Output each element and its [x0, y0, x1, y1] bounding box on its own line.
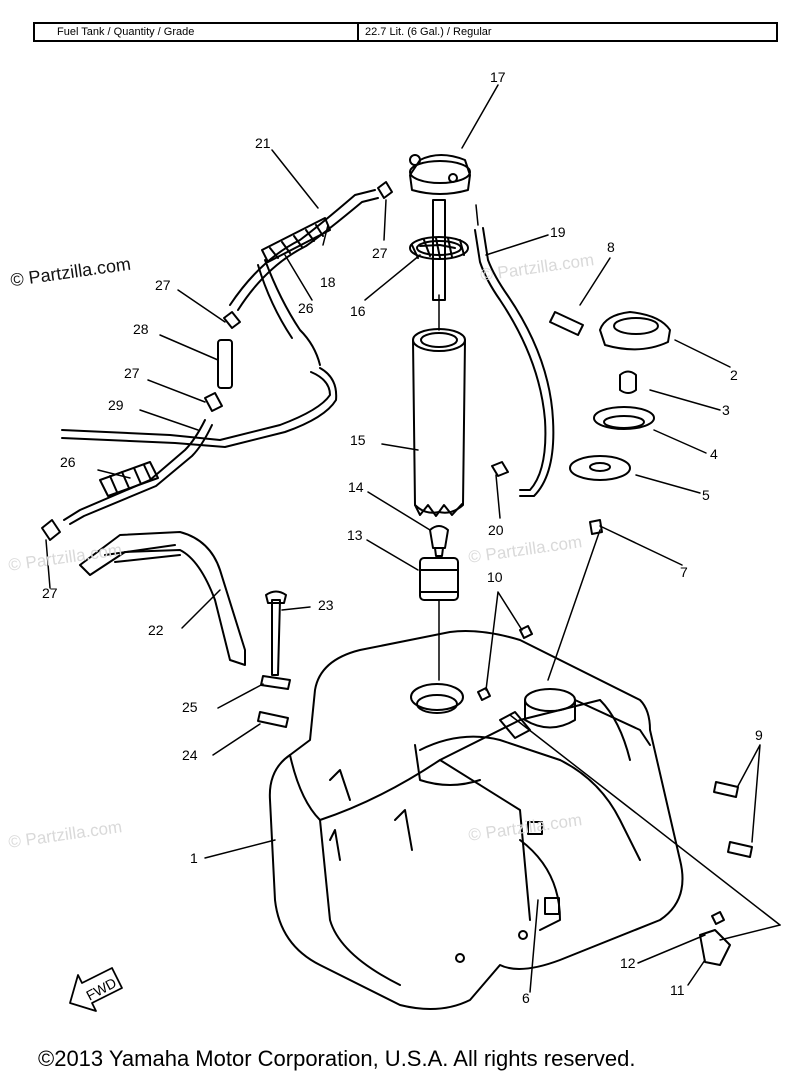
- fwd-arrow: FWD: [69, 967, 123, 1012]
- part-label-2: 2: [730, 367, 738, 383]
- part-label-10: 10: [487, 569, 503, 585]
- filler-cap-parts: [549, 311, 671, 535]
- part-label-8: 8: [607, 239, 615, 255]
- part-label-15: 15: [350, 432, 366, 448]
- fuel-filter: [419, 525, 459, 601]
- part-label-19: 19: [550, 224, 566, 240]
- part-label-12: 12: [620, 955, 636, 971]
- part-label-6: 6: [522, 990, 530, 1006]
- part-label-9: 9: [755, 727, 763, 743]
- part-label-22: 22: [148, 622, 164, 638]
- fuel-gauge-unit: [409, 154, 471, 301]
- part-label-29: 29: [108, 397, 124, 413]
- part-label-4: 4: [710, 446, 718, 462]
- part-label-23: 23: [318, 597, 334, 613]
- part-label-26b: 26: [60, 454, 76, 470]
- exploded-parts-diagram: FWD 17 21 19 8 27 18 27 26 16 28 2 27 29…: [41, 69, 781, 1012]
- spec-label: Fuel Tank / Quantity / Grade: [35, 24, 359, 40]
- part-label-21: 21: [255, 135, 271, 151]
- part-label-28: 28: [133, 321, 149, 337]
- part-label-16: 16: [350, 303, 366, 319]
- part-label-27b: 27: [155, 277, 171, 293]
- part-label-14: 14: [348, 479, 364, 495]
- part-label-7: 7: [680, 564, 688, 580]
- part-label-27a: 27: [372, 245, 388, 261]
- part-label-25: 25: [182, 699, 198, 715]
- part-label-20: 20: [488, 522, 504, 538]
- part-label-5: 5: [702, 487, 710, 503]
- filter-tube: [412, 328, 466, 517]
- fuel-tank: [268, 630, 684, 1010]
- spec-value: 22.7 Lit. (6 Gal.) / Regular: [365, 26, 492, 38]
- leader-lines: [45, 84, 781, 993]
- copyright-notice: ©2013 Yamaha Motor Corporation, U.S.A. A…: [38, 1046, 636, 1071]
- part-labels: 17 21 19 8 27 18 27 26 16 28 2 27 29 3 1…: [42, 69, 763, 1006]
- part-label-3: 3: [722, 402, 730, 418]
- small-parts: [41, 181, 753, 966]
- part-label-13: 13: [347, 527, 363, 543]
- fuel-hoses: [61, 189, 555, 525]
- part-label-1: 1: [190, 850, 198, 866]
- mounting-bracket: [79, 531, 291, 728]
- part-label-17: 17: [490, 69, 506, 85]
- part-label-24: 24: [182, 747, 198, 763]
- spec-table: Fuel Tank / Quantity / Grade 22.7 Lit. (…: [33, 22, 778, 42]
- part-label-11: 11: [670, 982, 685, 998]
- part-label-27c: 27: [124, 365, 140, 381]
- part-label-27d: 27: [42, 585, 58, 601]
- part-label-26a: 26: [298, 300, 314, 316]
- part-label-18: 18: [320, 274, 336, 290]
